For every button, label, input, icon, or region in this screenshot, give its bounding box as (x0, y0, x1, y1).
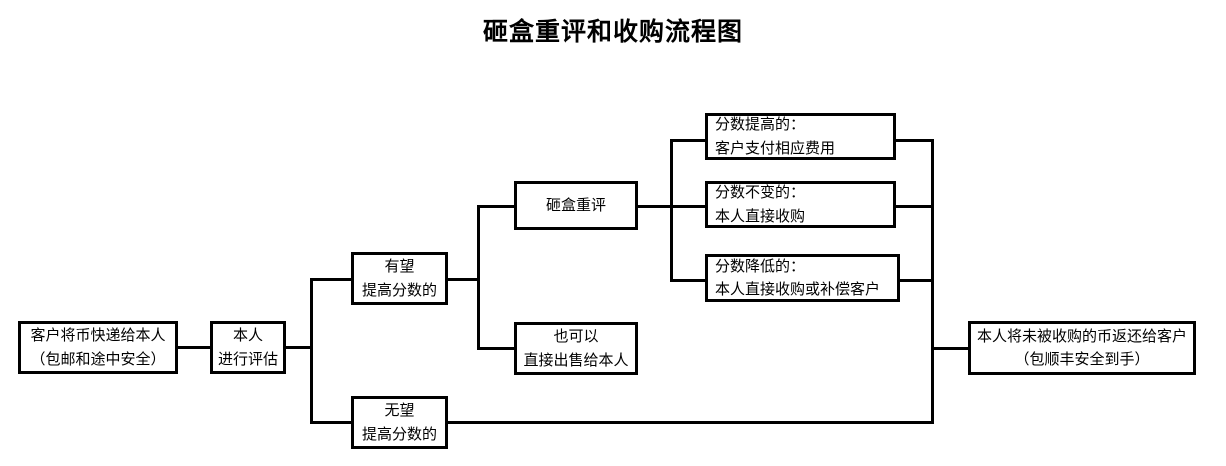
node-return-unpurchased-coins[interactable]: 本人将未被收购的币返还给客户 （包顺丰安全到手） (968, 321, 1196, 375)
node-line: 本人直接收购或补偿客户 (715, 280, 881, 298)
edge-hopeful-split-trunk (477, 205, 480, 350)
edge-trunk-to-score-down (670, 279, 707, 282)
node-line: 进行评估 (217, 349, 278, 368)
node-line: 也可以 (553, 327, 599, 346)
node-direct-sell-option[interactable]: 也可以 直接出售给本人 (514, 322, 638, 375)
edge-score-down-to-collector (898, 279, 934, 282)
node-line: 有望 (384, 257, 415, 276)
node-line: 分数提高的： (715, 115, 806, 134)
node-line: 砸盒重评 (545, 195, 606, 214)
node-score-unchanged-outcome[interactable]: 分数不变的： 本人直接收购 (705, 181, 896, 228)
node-line: 本人直接收购 (715, 206, 806, 225)
node-line: 分数降低的： (715, 256, 806, 275)
node-line: （包顺丰安全到手） (1014, 350, 1150, 368)
edge-collector-to-return (931, 347, 970, 350)
node-line: 客户将币快递给本人 (30, 326, 166, 345)
node-line: 提高分数的 (361, 280, 437, 299)
edge-score-same-to-collector (894, 205, 934, 208)
node-self-evaluation[interactable]: 本人 进行评估 (210, 321, 286, 374)
edge-outcome-split-trunk (670, 139, 673, 282)
node-line: 本人将未被收购的币返还给客户 (976, 326, 1187, 345)
node-hopeful-raise-score[interactable]: 有望 提高分数的 (351, 252, 448, 305)
edge-right-collector-trunk (931, 139, 934, 424)
node-hopeless-raise-score[interactable]: 无望 提高分数的 (351, 396, 448, 449)
node-line: 客户支付相应费用 (715, 138, 836, 157)
edge-trunk-to-direct-sell (477, 347, 515, 350)
page-title: 砸盒重评和收购流程图 (482, 17, 743, 46)
node-customer-ship-coins[interactable]: 客户将币快递给本人 （包邮和途中安全） (18, 321, 178, 374)
edge-evaluate-split-trunk (310, 278, 313, 424)
node-line: 直接出售给本人 (523, 350, 629, 369)
edge-ship-to-evaluate (176, 346, 212, 349)
edge-trunk-to-score-same (670, 205, 707, 208)
edge-hopeful-stub (447, 278, 480, 281)
node-line: 提高分数的 (361, 424, 437, 443)
edge-trunk-to-hopeful (310, 278, 352, 281)
edge-trunk-to-regrade (477, 205, 515, 208)
edge-hopeless-to-collector (447, 421, 934, 424)
node-score-increased-outcome[interactable]: 分数提高的： 客户支付相应费用 (705, 113, 896, 160)
node-line: 本人 (232, 326, 263, 345)
edge-regrade-stub (637, 205, 673, 208)
node-line: 分数不变的： (715, 183, 806, 202)
edge-trunk-to-hopeless (310, 421, 352, 424)
edge-score-up-to-collector (894, 139, 934, 142)
edge-trunk-to-score-up (670, 139, 707, 142)
node-score-decreased-outcome[interactable]: 分数降低的： 本人直接收购或补偿客户 (705, 254, 900, 302)
node-line: 无望 (384, 401, 415, 420)
node-crack-and-regrade[interactable]: 砸盒重评 (514, 181, 638, 230)
edge-evaluate-stub (283, 346, 313, 349)
node-line: （包邮和途中安全） (30, 349, 166, 368)
